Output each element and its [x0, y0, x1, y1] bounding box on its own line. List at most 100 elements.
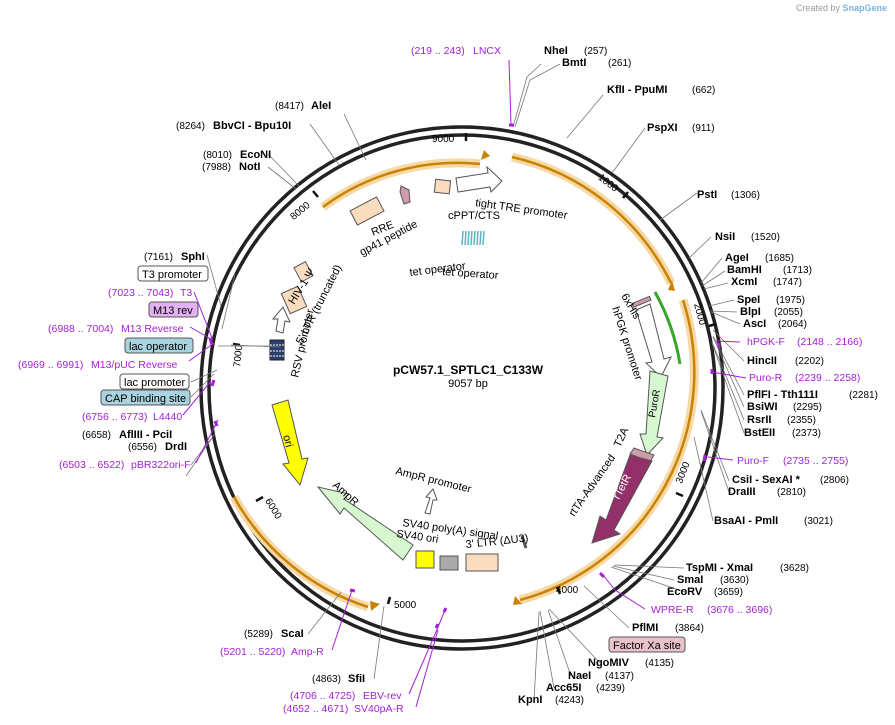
site-label: PflMI(3864)	[632, 622, 704, 634]
svg-text:(2806): (2806)	[820, 475, 849, 486]
primer-label: (6988 .. 7004)M13 Reverse	[48, 323, 184, 335]
ori-arrow	[271, 399, 309, 487]
svg-text:PspXI: PspXI	[647, 122, 678, 134]
svg-text:(6969 .. 6991): (6969 .. 6991)	[18, 359, 83, 371]
svg-text:XcmI: XcmI	[731, 276, 757, 288]
site-label: Acc65I(4239)	[546, 682, 625, 694]
orf-arcs	[230, 150, 699, 612]
svg-text:M13 Reverse: M13 Reverse	[121, 323, 184, 335]
site-label: (8264) BbvCI - Bpu10I	[176, 120, 291, 132]
svg-text:DraIII: DraIII	[728, 486, 756, 498]
credit-prefix: Created by	[795, 3, 840, 13]
site-label: DraIII (2810)	[728, 486, 806, 498]
site-label: PspXI(911)	[647, 122, 715, 134]
svg-text:(2373): (2373)	[792, 428, 821, 439]
rre-box	[349, 196, 385, 226]
plasmid-length: 9057 bp	[448, 378, 488, 390]
hiv1-psi-box	[293, 260, 314, 283]
svg-text:(4135): (4135)	[645, 658, 674, 669]
rsv-promoter-arrow	[271, 306, 291, 334]
svg-text:(6658): (6658)	[82, 430, 111, 441]
svg-text:(8264): (8264)	[176, 121, 205, 132]
svg-text:SphI: SphI	[181, 251, 205, 263]
tight-tre-promoter-arrow	[455, 165, 503, 194]
feature-label: RSV promoter	[289, 308, 316, 379]
svg-text:KpnI: KpnI	[518, 694, 542, 706]
svg-text:(4137): (4137)	[605, 671, 634, 682]
site-label: NgoMIV (4135)	[588, 657, 674, 669]
rtetr-arrow	[591, 454, 653, 544]
site-label: BsiWI(2295)	[747, 401, 822, 413]
site-label: (5289)ScaI	[244, 628, 304, 640]
svg-text:(2055): (2055)	[774, 307, 803, 318]
svg-text:NgoMIV: NgoMIV	[588, 657, 630, 669]
svg-text:(2355): (2355)	[787, 415, 816, 426]
svg-text:CsiI - SexAI *: CsiI - SexAI *	[732, 474, 801, 486]
left-enzyme-labels: (8417)AleI (8264)BbvCI - Bpu10I (8010)Ec…	[82, 100, 365, 685]
svg-text:(1685): (1685)	[765, 253, 794, 264]
cap-binding-site-label: CAP binding site	[100, 389, 191, 406]
plasmid-name: pCW57.1_SPTLC1_C133W	[393, 363, 544, 377]
tick-label: 6000	[262, 497, 283, 522]
svg-text:PstI: PstI	[697, 189, 717, 201]
sv40-ori-box	[415, 550, 435, 569]
t3-promoter-label: T3 promoter	[137, 265, 209, 282]
svg-text:BamHI: BamHI	[727, 264, 762, 276]
svg-text:(3021): (3021)	[804, 516, 833, 527]
six-his-box	[631, 295, 652, 308]
site-label: CsiI - SexAI * (2806)	[732, 474, 849, 486]
svg-text:DrdI: DrdI	[165, 441, 187, 453]
svg-text:(2202): (2202)	[795, 356, 824, 367]
primer-label: Puro-F(2735 .. 2755)	[737, 455, 848, 467]
features-layer	[269, 165, 672, 572]
puror-arrow	[639, 370, 669, 456]
svg-text:EcoRV: EcoRV	[667, 586, 703, 598]
site-label: (6658)AflIII - PciI	[82, 429, 172, 441]
svg-text:LNCX: LNCX	[473, 45, 501, 57]
primer-label: hPGK-F(2148 .. 2166)	[747, 336, 862, 348]
svg-text:(3630): (3630)	[720, 575, 749, 586]
svg-text:AleI: AleI	[311, 100, 331, 112]
svg-text:(4239): (4239)	[596, 683, 625, 694]
factor-xa-site-label: Factor Xa site	[608, 636, 686, 653]
cppt-cts-box	[433, 178, 452, 195]
site-label: XcmI(1747)	[731, 276, 802, 288]
svg-text:(219 .. 243): (219 .. 243)	[411, 45, 465, 57]
primer-label: (6969 .. 6991)M13/pUC Reverse	[18, 359, 178, 371]
svg-text:BstEII: BstEII	[744, 427, 775, 439]
svg-text:(2810): (2810)	[777, 487, 806, 498]
svg-text:BbvCI - Bpu10I: BbvCI - Bpu10I	[213, 120, 291, 132]
boxed-labels: T3 promoter M13 rev lac operator lac pro…	[100, 265, 686, 653]
gp41-peptide-arrow	[399, 185, 411, 205]
svg-text:lac promoter: lac promoter	[124, 377, 185, 389]
svg-text:SpeI: SpeI	[737, 294, 760, 306]
site-label: BsaAI - PmlI(3021)	[714, 515, 833, 527]
svg-text:BsiWI: BsiWI	[747, 401, 778, 413]
svg-text:(5201 .. 5220): (5201 .. 5220)	[220, 646, 285, 658]
site-label: KflI - PpuMI(662)	[607, 84, 715, 96]
ltr5-box	[280, 285, 308, 315]
primer-label: (4706 .. 4725)EBV-rev	[290, 690, 402, 702]
tick-label: 9000	[432, 134, 455, 145]
site-label: BlpI(2055)	[740, 306, 803, 318]
tick-label: 5000	[394, 600, 417, 611]
site-label: SmaI(3630)	[677, 574, 749, 586]
snapgene-logo: SnapGene	[842, 3, 887, 13]
svg-text:T3: T3	[180, 287, 192, 299]
primer-labels: (219 .. 243) LNCX hPGK-F(2148 .. 2166) Pu…	[18, 45, 862, 715]
svg-text:NsiI: NsiI	[715, 231, 735, 243]
svg-text:(3659): (3659)	[714, 587, 743, 598]
svg-text:(4706 .. 4725): (4706 .. 4725)	[290, 690, 355, 702]
svg-text:(2148 .. 2166): (2148 .. 2166)	[797, 336, 862, 348]
primer-label: (7023 .. 7043)T3	[108, 287, 192, 299]
ampr-promoter-arrow	[424, 488, 438, 515]
svg-text:NotI: NotI	[239, 161, 260, 173]
svg-text:(7988): (7988)	[202, 162, 231, 173]
right-enzyme-labels: NheI(257) BmtI(261) KflI - PpuMI(662) Ps…	[518, 45, 878, 706]
svg-text:M13 rev: M13 rev	[153, 305, 193, 317]
svg-text:lac operator: lac operator	[129, 341, 187, 353]
primer-lines	[182, 59, 747, 708]
svg-text:(2064): (2064)	[778, 319, 807, 330]
svg-text:Puro-R: Puro-R	[749, 372, 783, 384]
